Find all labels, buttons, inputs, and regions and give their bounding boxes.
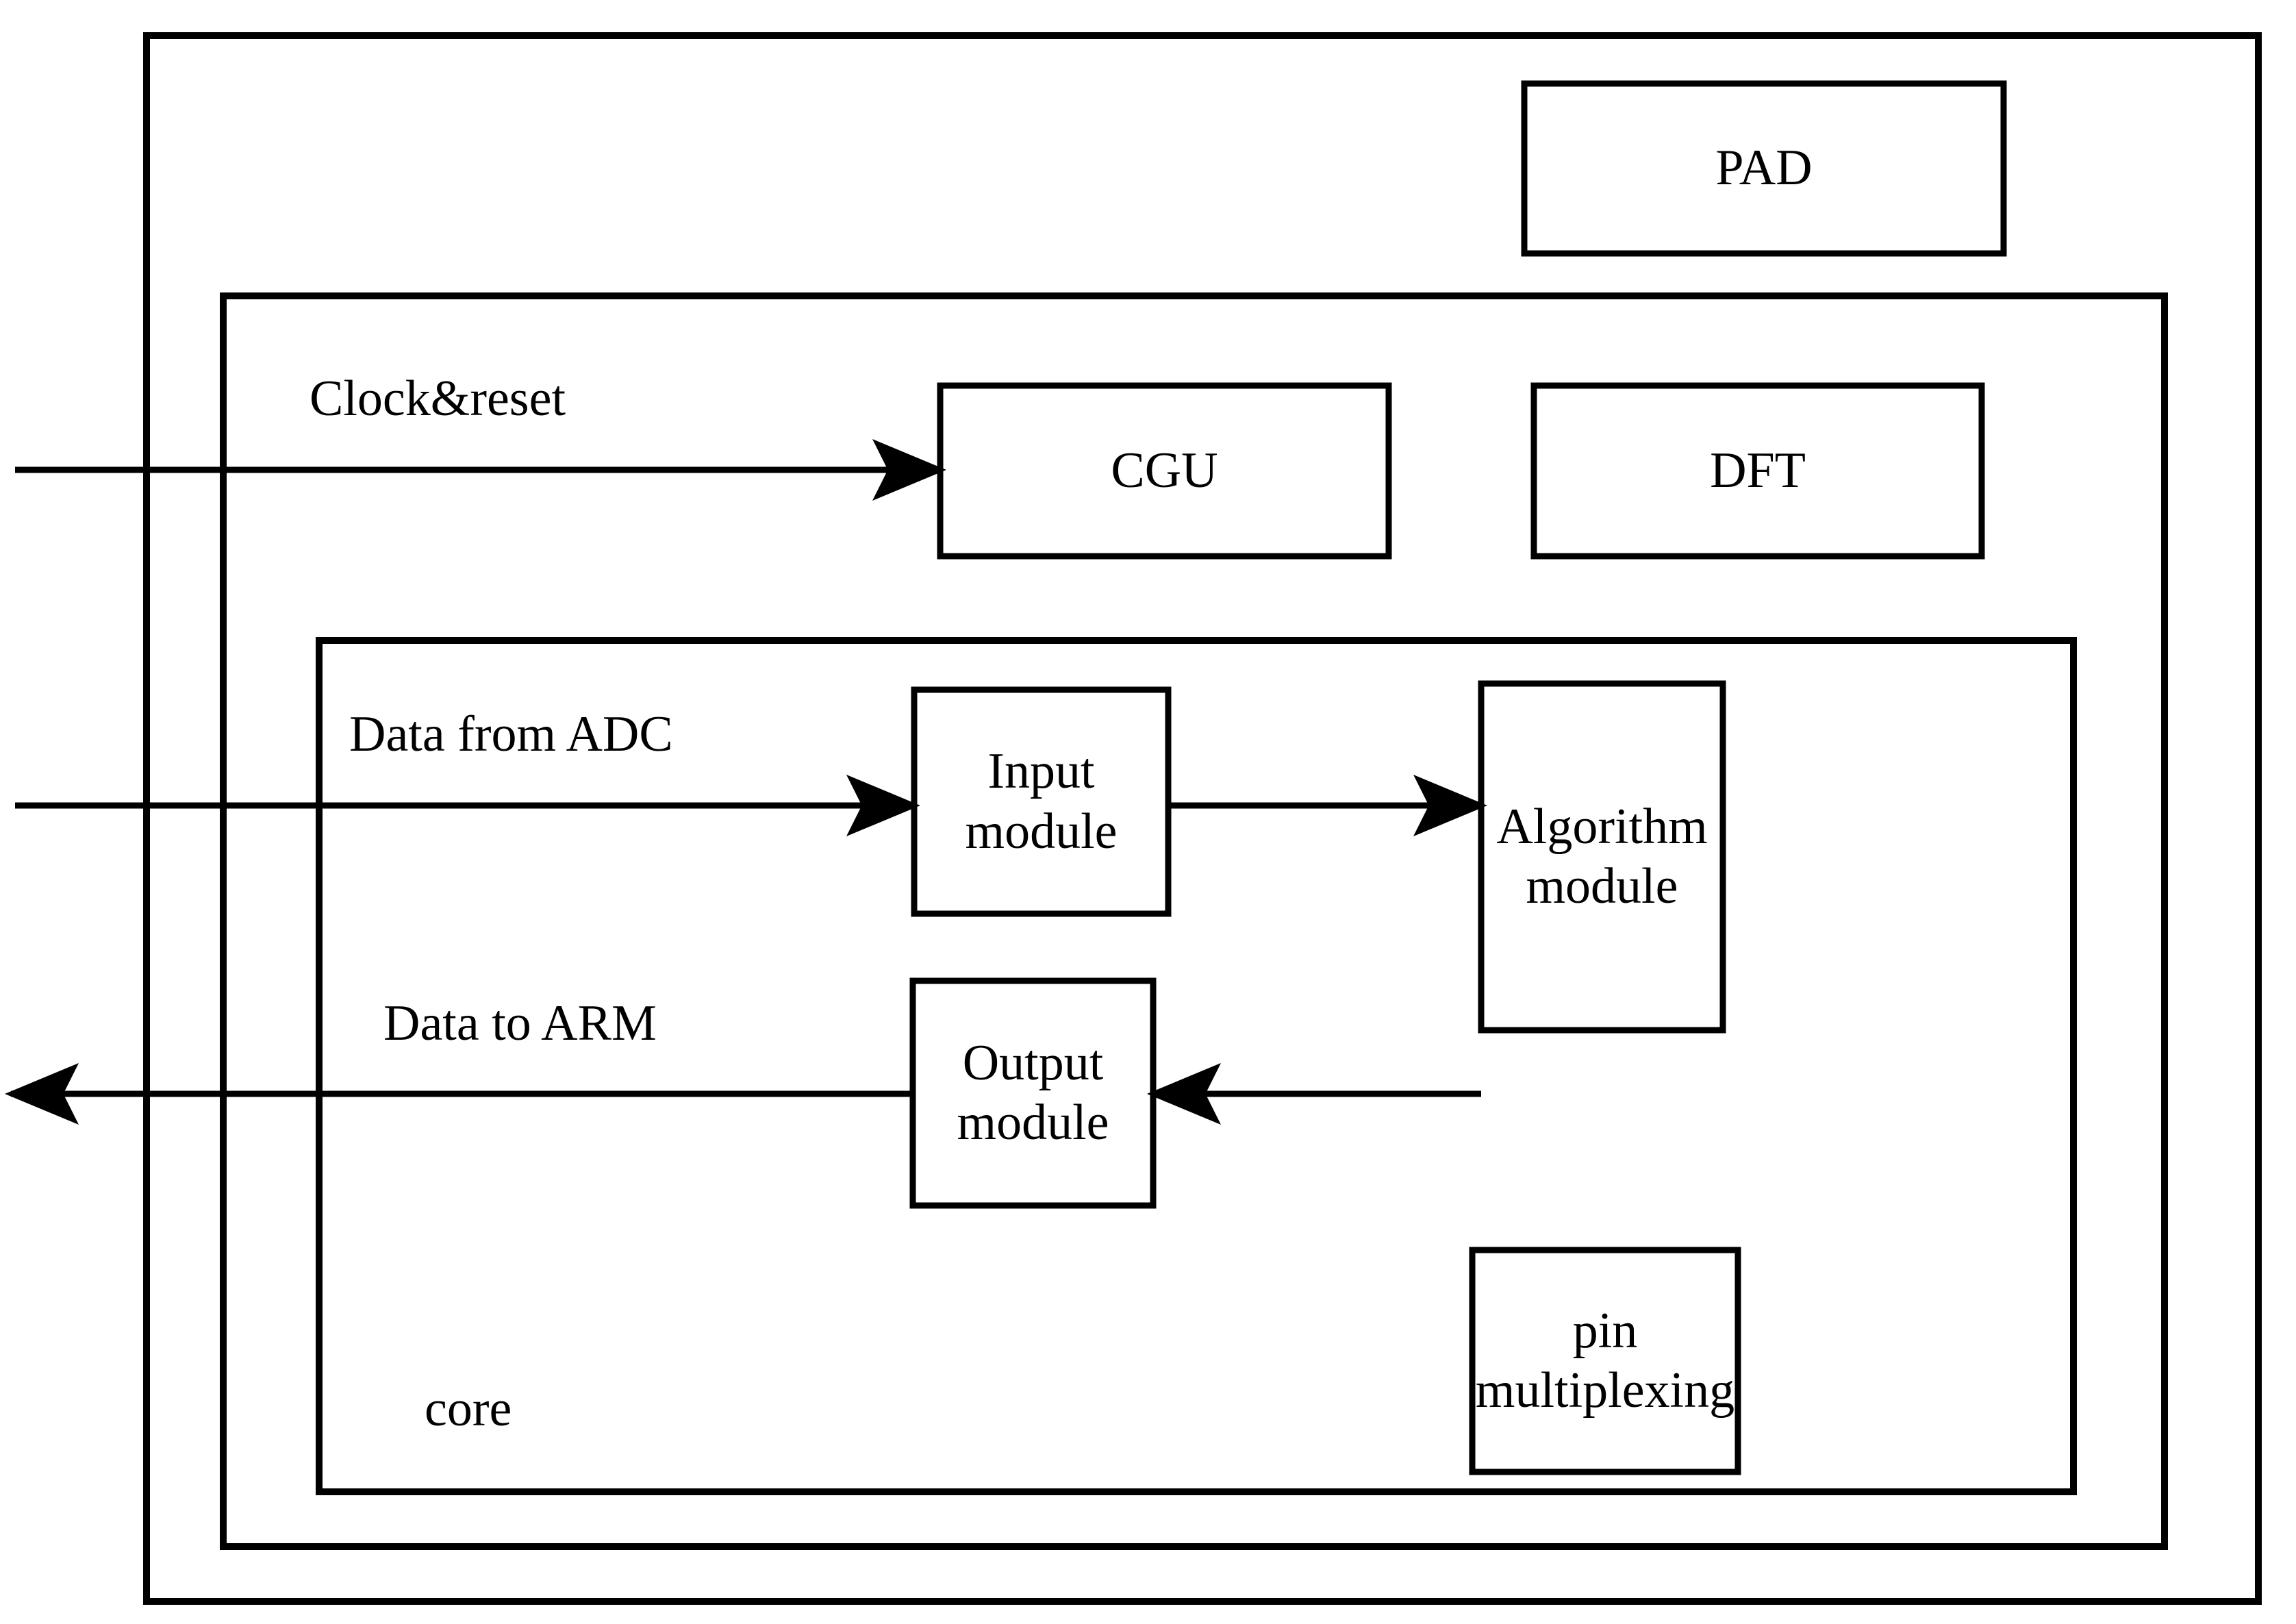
block-dft [1530,382,1985,560]
connection-arrows [1147,775,1487,1125]
block-pad [1521,80,2007,257]
core-label: core [425,1381,512,1437]
container-rects [143,32,2262,1605]
block-pinmux [1469,1247,1741,1475]
signal-label-data-to-arm: Data to ARM [383,995,657,1051]
container-chip [143,32,2262,1605]
block-rects [909,80,2007,1475]
block-input [911,686,1172,917]
signal-arrows [5,439,946,1125]
signal-label-clock-reset: Clock&reset [310,371,566,427]
container-core [316,637,2077,1495]
block-cgu [937,382,1392,560]
signal-label-data-from-adc: Data from ADC [349,706,673,762]
block-algorithm [1478,680,1726,1034]
block-output [909,977,1157,1209]
container-soc [220,292,2168,1550]
